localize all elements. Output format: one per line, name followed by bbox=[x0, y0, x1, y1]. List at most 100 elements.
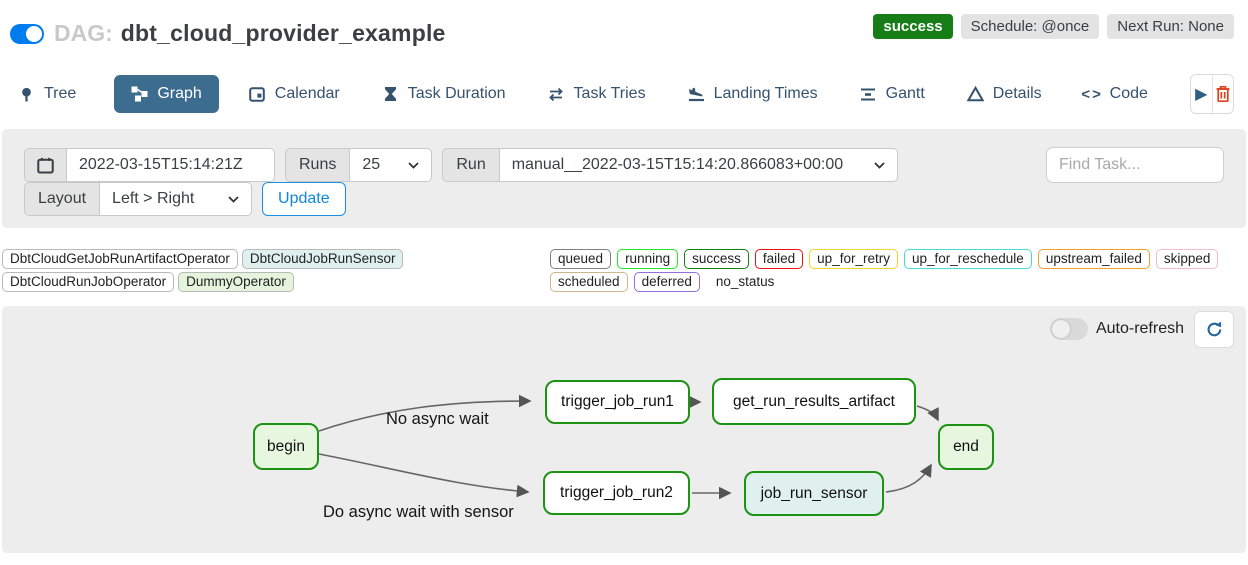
update-button[interactable]: Update bbox=[262, 182, 346, 216]
auto-refresh-control: Auto-refresh bbox=[1049, 318, 1184, 340]
dag-pause-toggle[interactable] bbox=[10, 23, 44, 44]
calendar-button[interactable] bbox=[24, 148, 67, 182]
tab-label: Landing Times bbox=[713, 85, 818, 102]
tab-tree[interactable]: Tree bbox=[18, 85, 76, 103]
status-filter-success[interactable]: success bbox=[684, 249, 749, 269]
header-badges: success Schedule: @once Next Run: None bbox=[873, 14, 1234, 39]
plane-landing-icon bbox=[688, 86, 705, 103]
tab-label: Task Tries bbox=[573, 85, 646, 102]
layout-select-group: Layout Left > Right bbox=[24, 182, 253, 216]
graph-sitemap-icon bbox=[131, 86, 148, 103]
operator-badge: DbtCloudGetJobRunArtifactOperator bbox=[2, 249, 238, 269]
tab-calendar[interactable]: Calendar bbox=[249, 85, 340, 103]
tab-graph[interactable]: Graph bbox=[114, 75, 219, 113]
runs-select[interactable]: 25 bbox=[350, 148, 433, 182]
edge-artifact-end bbox=[916, 405, 939, 422]
tab-label: Gantt bbox=[885, 85, 925, 102]
repeat-icon bbox=[548, 86, 565, 103]
filter-row-1: Runs 25 Run manual__2022-03-15T15:14:20.… bbox=[24, 147, 1224, 183]
edge-label-no-async: No async wait bbox=[386, 410, 489, 428]
chevron-down-icon bbox=[408, 161, 419, 169]
graph-canvas[interactable]: Auto-refresh No async wait Do async wait… bbox=[2, 306, 1246, 553]
task-node-begin[interactable]: begin bbox=[253, 423, 319, 470]
hourglass-icon bbox=[382, 86, 399, 103]
delete-dag-button[interactable] bbox=[1211, 75, 1233, 113]
tab-label: Code bbox=[1109, 85, 1148, 102]
status-filter-scheduled[interactable]: scheduled bbox=[550, 272, 628, 292]
run-select[interactable]: manual__2022-03-15T15:14:20.866083+00:00 bbox=[499, 148, 898, 182]
task-node-end[interactable]: end bbox=[938, 424, 994, 470]
triangle-details-icon bbox=[966, 86, 984, 103]
layout-select[interactable]: Left > Right bbox=[100, 182, 253, 216]
task-node-trigger-job-run2[interactable]: trigger_job_run2 bbox=[543, 471, 690, 515]
view-tabbar: Tree Graph Calendar Task Duration Task T… bbox=[0, 73, 1248, 115]
task-node-get-run-results-artifact[interactable]: get_run_results_artifact bbox=[712, 378, 916, 425]
tab-label: Tree bbox=[44, 85, 77, 102]
task-node-job-run-sensor[interactable]: job_run_sensor bbox=[744, 471, 884, 516]
play-icon: ▶ bbox=[1195, 86, 1208, 103]
tab-code[interactable]: <> Code bbox=[1081, 85, 1148, 103]
runs-label: Runs bbox=[285, 148, 351, 182]
gantt-icon bbox=[860, 86, 877, 103]
operator-badge: DbtCloudJobRunSensor bbox=[241, 249, 404, 269]
dag-actions-group: ▶ bbox=[1189, 74, 1234, 114]
next-run-badge: Next Run: None bbox=[1107, 14, 1234, 39]
filter-panel: Runs 25 Run manual__2022-03-15T15:14:20.… bbox=[2, 129, 1246, 228]
execution-date-input[interactable] bbox=[67, 148, 275, 182]
tab-details[interactable]: Details bbox=[966, 85, 1042, 103]
tab-label: Details bbox=[992, 85, 1042, 102]
edge-sensor-end bbox=[885, 463, 932, 493]
status-filter-up-for-reschedule[interactable]: up_for_reschedule bbox=[903, 249, 1032, 269]
dag-edges bbox=[318, 394, 939, 500]
dag-header: DAG: dbt_cloud_provider_example success … bbox=[0, 0, 1248, 47]
status-filter-failed[interactable]: failed bbox=[754, 249, 804, 269]
runs-select-group: Runs 25 bbox=[285, 148, 433, 182]
run-label: Run bbox=[442, 148, 500, 182]
tab-task-duration[interactable]: Task Duration bbox=[382, 85, 506, 103]
calendar-button-icon bbox=[37, 157, 54, 174]
edge-begin-trigger1 bbox=[318, 394, 532, 432]
tab-label: Task Duration bbox=[407, 85, 506, 102]
refresh-button[interactable] bbox=[1194, 311, 1234, 348]
edge-begin-trigger2 bbox=[318, 453, 530, 498]
chevron-down-icon bbox=[874, 161, 885, 169]
dag-prefix-label: DAG: bbox=[54, 20, 113, 46]
tab-task-tries[interactable]: Task Tries bbox=[548, 85, 646, 103]
task-node-trigger-job-run1[interactable]: trigger_job_run1 bbox=[545, 380, 690, 424]
chevron-down-icon bbox=[228, 195, 239, 203]
layout-select-value: Left > Right bbox=[112, 190, 195, 207]
legend: DbtCloudGetJobRunArtifactOperator DbtClo… bbox=[0, 249, 1248, 292]
edge-label-async-sensor: Do async wait with sensor bbox=[323, 503, 514, 521]
status-filter-skipped[interactable]: skipped bbox=[1155, 249, 1219, 269]
trigger-dag-button[interactable]: ▶ bbox=[1190, 75, 1212, 113]
tree-pin-icon bbox=[18, 86, 35, 103]
toggle-knob bbox=[1051, 320, 1070, 338]
toggle-knob bbox=[26, 25, 42, 42]
tab-label: Graph bbox=[157, 85, 202, 102]
status-filter-deferred[interactable]: deferred bbox=[633, 272, 700, 292]
tab-gantt[interactable]: Gantt bbox=[860, 85, 925, 103]
status-filter-queued[interactable]: queued bbox=[550, 249, 612, 269]
status-filter-no-status: no_status bbox=[715, 274, 775, 289]
page-title: dbt_cloud_provider_example bbox=[120, 20, 446, 46]
operator-legend: DbtCloudGetJobRunArtifactOperator DbtClo… bbox=[2, 249, 550, 292]
status-filter-upstream-failed[interactable]: upstream_failed bbox=[1037, 249, 1150, 269]
status-filter-running[interactable]: running bbox=[617, 249, 679, 269]
operator-badge: DummyOperator bbox=[178, 272, 294, 292]
operator-badge: DbtCloudRunJobOperator bbox=[2, 272, 175, 292]
status-filter-up-for-retry[interactable]: up_for_retry bbox=[809, 249, 898, 269]
runs-select-value: 25 bbox=[362, 156, 381, 173]
code-icon: <> bbox=[1081, 85, 1103, 103]
run-select-group: Run manual__2022-03-15T15:14:20.866083+0… bbox=[442, 148, 898, 182]
find-task-input[interactable] bbox=[1046, 147, 1224, 183]
layout-label: Layout bbox=[24, 182, 101, 216]
calendar-icon bbox=[249, 86, 266, 103]
status-legend: queued running success failed up_for_ret… bbox=[550, 249, 1248, 292]
refresh-icon bbox=[1207, 321, 1221, 337]
tab-landing-times[interactable]: Landing Times bbox=[688, 85, 818, 103]
status-badge: success bbox=[873, 14, 953, 39]
schedule-badge: Schedule: @once bbox=[960, 14, 1100, 39]
run-select-value: manual__2022-03-15T15:14:20.866083+00:00 bbox=[511, 156, 844, 173]
auto-refresh-toggle[interactable] bbox=[1049, 318, 1088, 340]
tab-label: Calendar bbox=[274, 85, 340, 102]
